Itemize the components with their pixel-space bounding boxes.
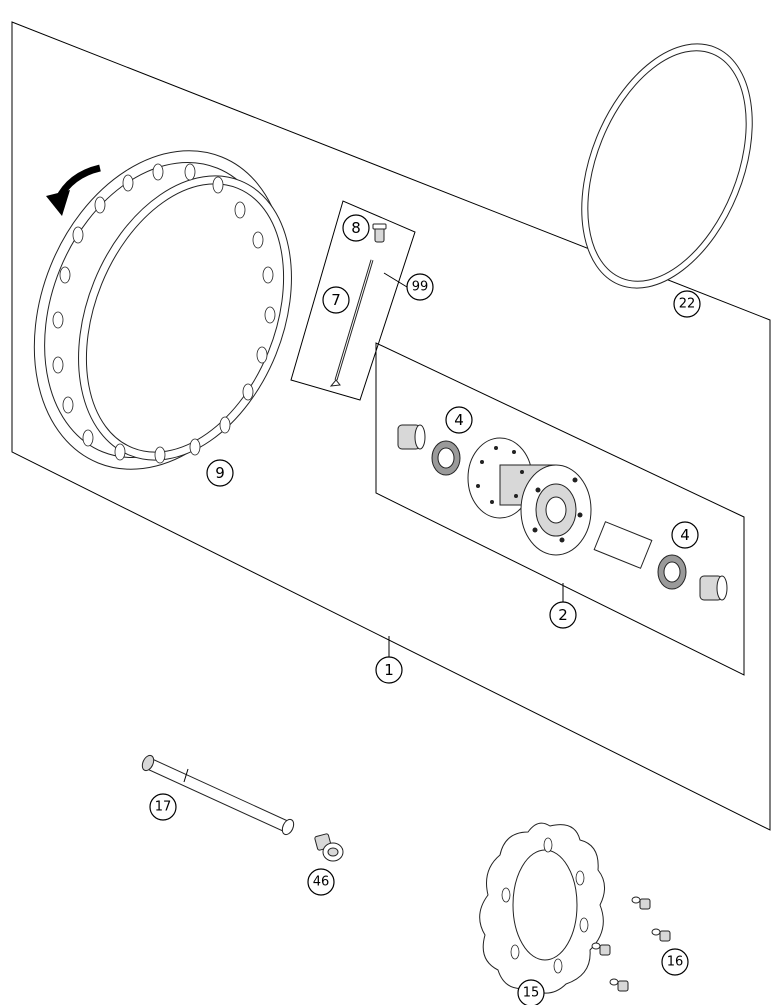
callout-7: 7 — [322, 286, 350, 314]
callout-8: 8 — [342, 214, 370, 242]
svg-text:9: 9 — [215, 464, 225, 482]
disc-bolt — [631, 896, 651, 910]
spacer-right — [699, 575, 728, 601]
spoke-nipple — [372, 223, 387, 243]
spoke-group-outline — [290, 200, 416, 401]
hub-assembly — [397, 424, 728, 601]
assembly-outline — [11, 21, 771, 831]
callout-99: 99 — [406, 273, 434, 301]
rim — [33, 150, 292, 470]
callout-17: 17 — [149, 793, 177, 821]
hub-group-outline — [375, 342, 745, 676]
svg-text:99: 99 — [412, 280, 429, 295]
svg-text:22: 22 — [679, 297, 696, 312]
brake-disc — [479, 822, 605, 994]
bearing-left — [431, 440, 461, 476]
svg-text:1: 1 — [384, 661, 394, 679]
disc-bolt — [591, 942, 611, 956]
disc-bolt — [609, 978, 629, 992]
svg-text:7: 7 — [331, 291, 341, 309]
svg-text:8: 8 — [351, 219, 361, 237]
callout-4-right: 4 — [671, 521, 699, 549]
wheel-spindle — [141, 754, 295, 836]
svg-text:4: 4 — [680, 526, 690, 544]
callout-1: 1 — [375, 656, 403, 684]
svg-text:2: 2 — [558, 606, 568, 624]
callout-9: 9 — [206, 459, 234, 487]
rotation-arrow-icon — [46, 164, 101, 216]
svg-text:16: 16 — [667, 955, 684, 970]
spacer-left — [397, 424, 426, 450]
callout-15: 15 — [517, 979, 545, 1005]
callout-16: 16 — [661, 948, 689, 976]
disc-bolt — [651, 928, 671, 942]
svg-text:17: 17 — [155, 800, 172, 815]
collar-nut — [314, 833, 344, 862]
distance-tube — [593, 521, 653, 569]
bearing-right — [657, 554, 687, 590]
callout-4-left: 4 — [445, 406, 473, 434]
callout-22: 22 — [673, 290, 701, 318]
rim-spoke-holes — [52, 163, 276, 464]
rim-band — [581, 43, 753, 289]
disc-bolts — [591, 896, 671, 992]
hub-body — [467, 437, 592, 556]
callout-2: 2 — [549, 601, 577, 629]
spoke — [329, 259, 374, 387]
leader-99 — [383, 272, 408, 288]
svg-text:15: 15 — [523, 986, 540, 1001]
callout-46: 46 — [307, 868, 335, 896]
svg-text:4: 4 — [454, 411, 464, 429]
svg-text:46: 46 — [313, 875, 330, 890]
